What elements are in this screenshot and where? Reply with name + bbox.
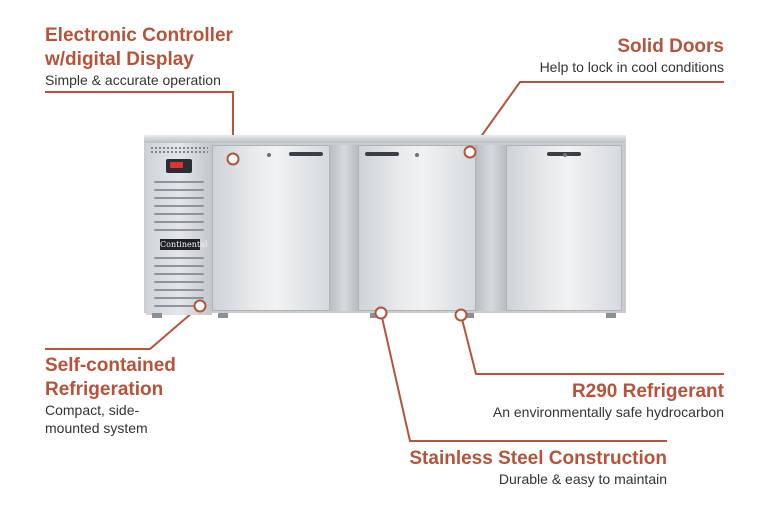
vent-slot	[154, 181, 204, 183]
door-center	[358, 145, 476, 311]
hinge-icon	[563, 153, 567, 157]
door-left	[212, 145, 330, 311]
refrigeration-marker-dot	[193, 299, 207, 313]
doors-marker-dot	[463, 145, 477, 159]
refrigeration-description-line1: Compact, side-	[45, 402, 140, 418]
leveling-foot	[218, 313, 228, 318]
vent-slot	[154, 305, 204, 307]
vent-slot	[154, 221, 204, 223]
refrigerant-title: R290 Refrigerant	[571, 381, 724, 402]
door-divider	[330, 145, 358, 311]
leveling-foot	[606, 313, 616, 318]
back-bar-refrigerator: Continental	[144, 135, 626, 320]
vent-mesh	[150, 146, 208, 154]
construction-marker-dot	[374, 306, 388, 320]
construction-title: Stainless Steel Construction	[409, 448, 667, 469]
digital-display-icon	[166, 159, 192, 173]
refrigeration-description-line2: mounted system	[45, 420, 148, 436]
refrigerant-description: An environmentally safe hydrocarbon	[492, 404, 724, 420]
vent-slot	[154, 289, 204, 291]
brand-logo: Continental	[160, 239, 208, 250]
construction-description: Durable & easy to maintain	[498, 471, 667, 487]
controller-title-line2: w/digital Display	[45, 49, 194, 70]
construction-leader-line	[380, 312, 667, 442]
vent-slot	[154, 297, 204, 299]
refrigerant-leader-line	[460, 314, 724, 375]
doors-description: Help to lock in cool conditions	[539, 59, 724, 75]
refrigeration-leader-line	[45, 305, 201, 350]
refrigerant-marker-dot	[454, 308, 468, 322]
hinge-icon	[415, 153, 419, 157]
vent-slot	[154, 213, 204, 215]
doors-leader-line	[469, 81, 724, 153]
leveling-foot	[152, 313, 162, 318]
doors-title: Solid Doors	[617, 36, 724, 57]
vent-slot	[154, 281, 204, 283]
hinge-icon	[267, 153, 271, 157]
leveling-foot	[464, 313, 474, 318]
door-handle-icon	[365, 152, 399, 156]
controller-marker-dot	[226, 152, 240, 166]
vent-slot	[154, 189, 204, 191]
refrigeration-title-line2: Refrigeration	[45, 379, 164, 400]
side-mounted-compressor-panel: Continental	[146, 143, 212, 315]
vent-slot	[154, 197, 204, 199]
controller-title-line1: Electronic Controller	[45, 25, 233, 46]
refrigeration-title-line1: Self-contained	[45, 355, 176, 376]
door-divider	[476, 145, 506, 311]
door-right	[506, 145, 622, 311]
vent-slot	[154, 257, 204, 259]
vent-slot	[154, 229, 204, 231]
cabinet-top	[144, 135, 626, 143]
vent-slot	[154, 205, 204, 207]
vent-slot	[154, 265, 204, 267]
vent-slot	[154, 273, 204, 275]
controller-description: Simple & accurate operation	[45, 72, 221, 88]
door-handle-icon	[289, 152, 323, 156]
